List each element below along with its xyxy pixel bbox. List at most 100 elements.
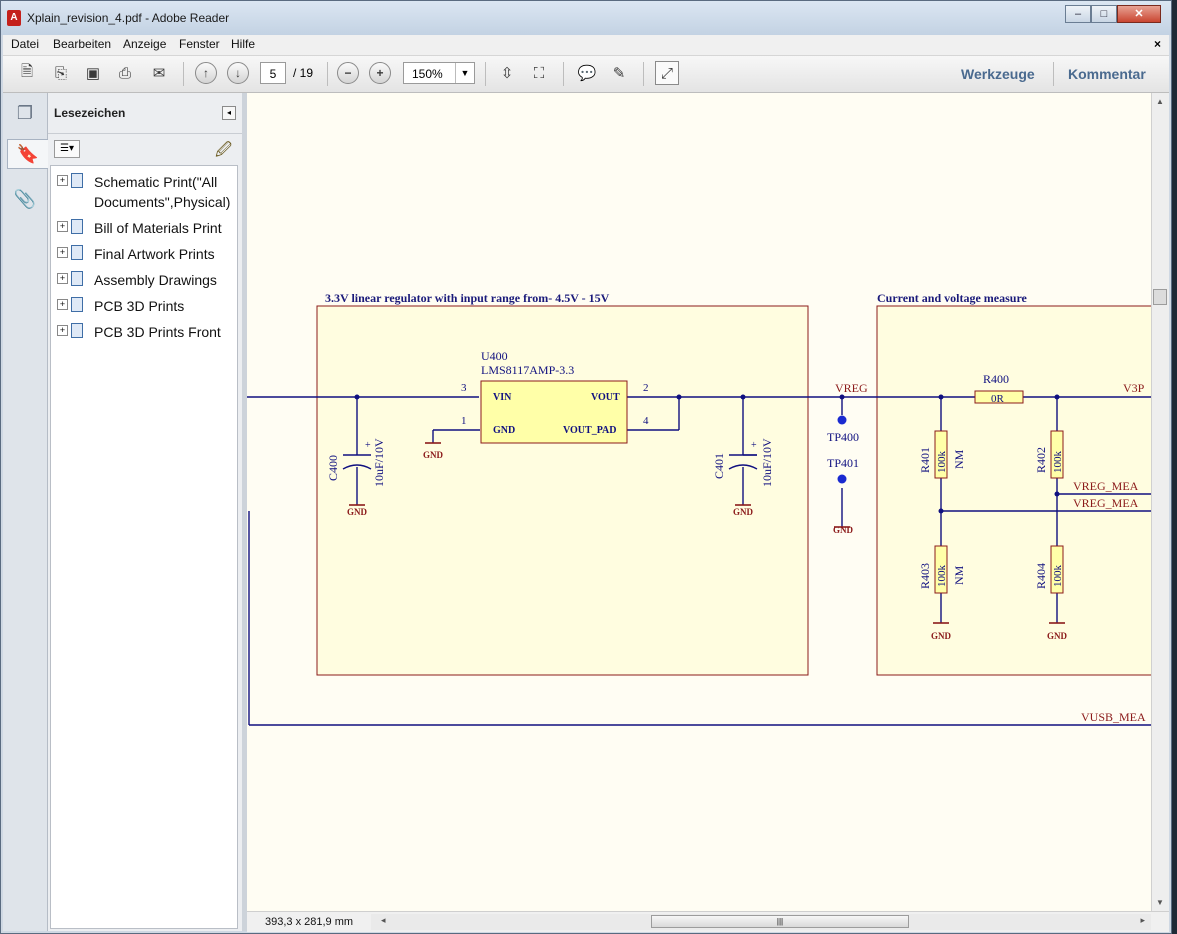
minimize-button[interactable]: – xyxy=(1065,5,1091,23)
svg-text:2: 2 xyxy=(643,382,649,394)
zoom-in-icon[interactable]: + xyxy=(369,62,391,84)
regulator-block-title: 3.3V linear regulator with input range f… xyxy=(325,291,610,305)
svg-text:100k: 100k xyxy=(1052,565,1064,588)
expand-icon[interactable]: + xyxy=(57,247,68,258)
pages-icon[interactable]: ❐ xyxy=(16,102,34,123)
options-menu-icon[interactable]: ☰▾ xyxy=(54,140,80,158)
menu-hilfe[interactable]: Hilfe xyxy=(231,37,256,51)
menu-bar: Datei Bearbeiten Anzeige Fenster Hilfe × xyxy=(3,35,1169,56)
svg-text:100k: 100k xyxy=(936,451,948,474)
new-bookmark-icon[interactable]: 🖉 xyxy=(214,142,232,159)
svg-text:100k: 100k xyxy=(1052,451,1064,474)
bookmark-icon xyxy=(71,271,83,286)
svg-text:R403: R403 xyxy=(918,563,932,589)
page-number-input[interactable]: 5 xyxy=(260,62,286,84)
expand-icon[interactable]: + xyxy=(57,299,68,310)
bookmark-icon xyxy=(71,173,83,188)
svg-text:GND: GND xyxy=(833,525,854,535)
print-icon[interactable]: ⎙ xyxy=(118,64,131,82)
expand-icon[interactable]: + xyxy=(57,273,68,284)
bookmarks-panel: Lesezeichen ◂ ☰▾ 🖉 + Schematic Print("Al… xyxy=(48,93,242,931)
measure-block-title: Current and voltage measure xyxy=(877,291,1028,305)
zoom-select[interactable]: 150% ▼ xyxy=(403,62,475,84)
svg-text:LMS8117AMP-3.3: LMS8117AMP-3.3 xyxy=(481,363,574,377)
fullscreen-icon[interactable]: ⤢ xyxy=(655,61,679,85)
vertical-scrollbar[interactable]: ▲ ▼ xyxy=(1151,93,1169,911)
expand-icon[interactable]: + xyxy=(57,221,68,232)
bookmarks-title: Lesezeichen xyxy=(54,106,126,120)
svg-text:U400: U400 xyxy=(481,349,508,363)
close-document-button[interactable]: × xyxy=(1153,37,1161,51)
svg-text:GND: GND xyxy=(493,425,515,436)
save-icon[interactable]: ▣ xyxy=(85,65,101,82)
bookmarks-icon[interactable]: 🔖 xyxy=(7,139,48,169)
comment-link[interactable]: Kommentar xyxy=(1068,66,1146,82)
svg-text:VREG_MEA: VREG_MEA xyxy=(1073,496,1139,510)
maximize-button[interactable]: □ xyxy=(1091,5,1117,23)
svg-text:C400: C400 xyxy=(326,455,340,481)
svg-text:GND: GND xyxy=(1047,631,1068,641)
svg-text:VREG: VREG xyxy=(835,381,868,395)
next-page-icon[interactable]: ↓ xyxy=(227,62,249,84)
horizontal-scrollbar[interactable]: ◂ ||| ▸ xyxy=(371,914,1151,930)
panel-splitter[interactable] xyxy=(242,93,247,931)
window-title: Xplain_revision_4.pdf - Adobe Reader xyxy=(27,11,230,25)
svg-text:1: 1 xyxy=(461,415,467,427)
scroll-right-icon[interactable]: ▸ xyxy=(1140,915,1145,925)
schematic-page: 3.3V linear regulator with input range f… xyxy=(247,291,1151,726)
previous-page-icon[interactable]: ↑ xyxy=(195,62,217,84)
navigation-strip: ❐ 🔖 📎 xyxy=(3,93,48,931)
toolbar: 🗎 ⎘ ▣ ⎙ ✉ ↑ ↓ 5 / 19 − + 150% ▼ ⇳ ⛶ 💬 ✎ … xyxy=(3,56,1169,93)
tools-link[interactable]: Werkzeuge xyxy=(961,66,1035,82)
svg-text:GND: GND xyxy=(347,507,368,517)
create-pdf-icon[interactable]: 🗎 xyxy=(20,62,34,80)
menu-bearbeiten[interactable]: Bearbeiten xyxy=(53,37,112,51)
status-bar: 393,3 x 281,9 mm ◂ ||| ▸ xyxy=(247,911,1169,932)
svg-text:R400: R400 xyxy=(983,372,1009,386)
svg-text:TP401: TP401 xyxy=(827,456,859,470)
highlight-icon[interactable]: ✎ xyxy=(612,65,626,82)
email-icon[interactable]: ✉ xyxy=(152,65,166,82)
svg-text:R402: R402 xyxy=(1034,447,1048,473)
svg-text:100k: 100k xyxy=(936,565,948,588)
svg-text:4: 4 xyxy=(643,415,649,427)
bookmark-icon xyxy=(71,219,83,234)
close-button[interactable]: ✕ xyxy=(1117,5,1161,23)
scrollbar-thumb[interactable] xyxy=(1153,289,1167,305)
attachments-icon[interactable]: 📎 xyxy=(13,188,37,209)
svg-text:+: + xyxy=(751,440,757,451)
svg-text:10uF/10V: 10uF/10V xyxy=(760,438,774,487)
chevron-down-icon[interactable]: ▼ xyxy=(455,63,474,83)
expand-icon[interactable]: + xyxy=(57,175,68,186)
scroll-left-icon[interactable]: ◂ xyxy=(381,915,386,925)
comment-icon[interactable]: 💬 xyxy=(577,65,597,82)
svg-text:NM: NM xyxy=(952,449,966,469)
zoom-out-icon[interactable]: − xyxy=(337,62,359,84)
svg-text:C401: C401 xyxy=(712,453,726,479)
svg-text:3: 3 xyxy=(461,382,467,394)
fit-page-icon[interactable]: ⇳ xyxy=(500,65,514,82)
expand-icon[interactable]: + xyxy=(57,325,68,336)
u400-symbol xyxy=(480,380,628,444)
svg-text:TP400: TP400 xyxy=(827,430,859,444)
svg-text:VUSB_MEA: VUSB_MEA xyxy=(1081,710,1146,724)
svg-text:0R: 0R xyxy=(991,393,1005,405)
bookmark-list: + Schematic Print("All Documents",Physic… xyxy=(50,165,238,929)
pdf-icon: A xyxy=(7,10,21,26)
scroll-up-icon[interactable]: ▲ xyxy=(1156,97,1164,106)
svg-text:V3P: V3P xyxy=(1123,381,1145,395)
menu-datei[interactable]: Datei xyxy=(11,37,40,51)
scroll-down-icon[interactable]: ▼ xyxy=(1156,898,1164,907)
fit-width-icon[interactable]: ⛶ xyxy=(533,64,545,82)
document-view[interactable]: 3.3V linear regulator with input range f… xyxy=(247,93,1151,911)
zoom-value: 150% xyxy=(412,67,443,81)
menu-anzeige[interactable]: Anzeige xyxy=(123,37,167,51)
svg-text:+: + xyxy=(365,440,371,451)
bookmark-icon xyxy=(71,323,83,338)
export-icon[interactable]: ⎘ xyxy=(54,64,67,82)
menu-fenster[interactable]: Fenster xyxy=(179,37,220,51)
collapse-panel-icon[interactable]: ◂ xyxy=(222,106,236,120)
svg-text:10uF/10V: 10uF/10V xyxy=(372,438,386,487)
scrollbar-thumb[interactable]: ||| xyxy=(651,915,909,928)
